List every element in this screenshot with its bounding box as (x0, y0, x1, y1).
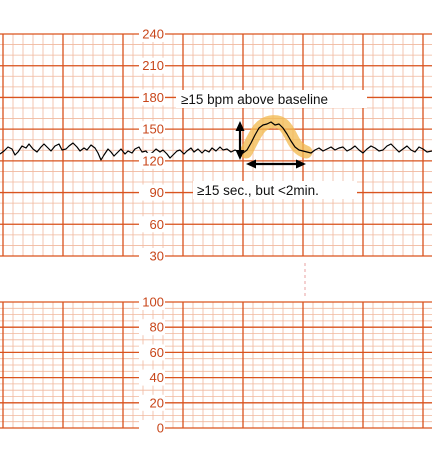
tick-label-bg (139, 184, 165, 201)
tick-label-bg (139, 152, 165, 169)
tick-label: 60 (150, 217, 164, 232)
toco-axis-labels: 100 80 60 40 20 0 (139, 294, 165, 436)
tick-label-bg (139, 57, 165, 74)
height-label-bg (176, 90, 367, 108)
tick-label: 120 (142, 153, 164, 168)
fhr-axis-labels: 240 210 180 150 120 90 60 30 (139, 26, 165, 264)
tick-label: 20 (150, 395, 164, 410)
tick-label-bg (139, 319, 165, 336)
duration-label: ≥15 sec., but <2min. (197, 183, 319, 198)
tick-label-bg (139, 89, 165, 106)
tick-label: 100 (142, 295, 164, 310)
height-arrow (235, 121, 245, 160)
toco-grid (0, 301, 432, 429)
tick-label-bg (139, 294, 165, 310)
tick-label-bg (139, 26, 165, 42)
tick-label: 210 (142, 58, 164, 73)
tick-label-bg (139, 216, 165, 233)
fhr-grid (0, 33, 432, 257)
tick-label: 60 (150, 345, 164, 360)
tick-label: 30 (150, 249, 164, 264)
duration-label-bg (193, 181, 357, 199)
tick-label-bg (139, 369, 165, 386)
tick-label: 150 (142, 122, 164, 137)
tick-label-bg (139, 344, 165, 361)
tick-label: 180 (142, 90, 164, 105)
tick-label: 240 (142, 27, 164, 42)
duration-arrow (246, 159, 306, 169)
tick-label-bg (139, 420, 165, 436)
acceleration-highlight (239, 115, 313, 159)
tick-label-bg (139, 394, 165, 411)
tick-label-bg (139, 121, 165, 138)
tick-label: 90 (150, 185, 164, 200)
tick-label: 80 (150, 320, 164, 335)
tick-label: 0 (157, 421, 164, 436)
tick-label-bg (139, 248, 165, 264)
fhr-trace (0, 121, 432, 161)
tick-label: 40 (150, 370, 164, 385)
height-label: ≥15 bpm above baseline (181, 92, 328, 107)
